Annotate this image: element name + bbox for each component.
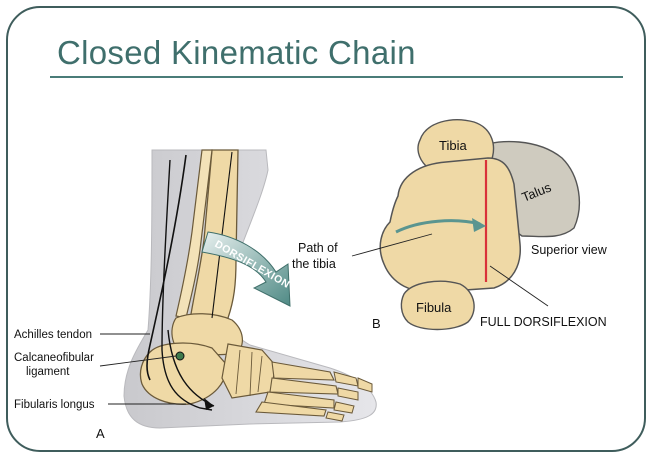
- figure-b: Tibia Talus Fibula Superior view Path of…: [292, 120, 608, 331]
- label-superior-view: Superior view: [531, 243, 608, 257]
- label-fibularis-longus: Fibularis longus: [14, 399, 95, 411]
- label-path-of: Path of: [298, 241, 338, 255]
- figure-a: DORSIFLEXION Achilles tendon Calcaneofib…: [14, 150, 376, 441]
- panel-label-b: B: [372, 316, 381, 331]
- label-fibula: Fibula: [416, 300, 452, 315]
- panel-label-a: A: [96, 426, 105, 441]
- label-the-tibia: the tibia: [292, 257, 336, 271]
- calcaneofibular-ligament-marker: [176, 352, 184, 360]
- label-achilles-tendon: Achilles tendon: [14, 329, 92, 341]
- label-tibia: Tibia: [439, 138, 467, 153]
- label-calcaneofibular-1: Calcaneofibular: [14, 352, 94, 364]
- label-calcaneofibular-2: ligament: [26, 366, 70, 378]
- label-full-dorsiflexion: FULL DORSIFLEXION: [480, 315, 607, 329]
